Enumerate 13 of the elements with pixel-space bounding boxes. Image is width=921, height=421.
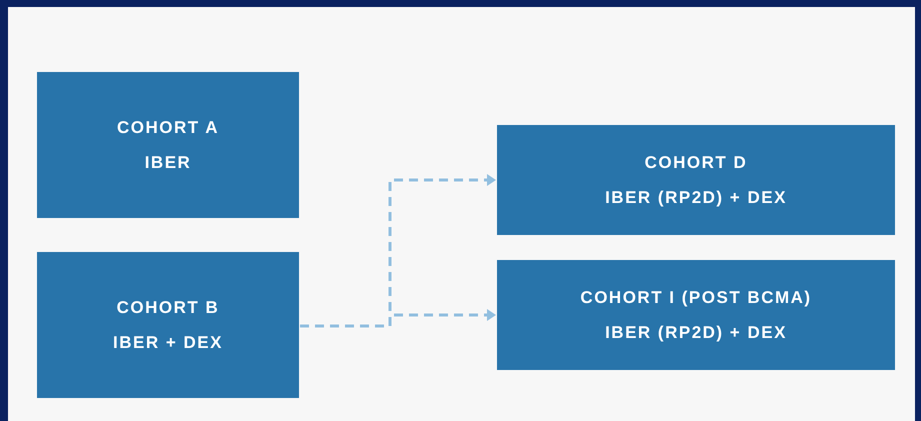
cohort-box <box>37 72 299 218</box>
cohort-title: COHORT B <box>116 296 220 318</box>
cohort-box <box>37 252 299 398</box>
dashed-arrow <box>300 309 496 328</box>
cohort-title: COHORT D <box>644 152 748 174</box>
treatment-text: IBER <box>144 152 192 174</box>
treatment-text: IBER + DEX <box>113 332 223 354</box>
cohort-title: COHORT A <box>116 116 220 138</box>
treatment-text: IBER (RP2D) + DEX <box>605 322 787 344</box>
cohort-box <box>497 260 895 370</box>
cohort-title: COHORT I (POST BCMA) <box>580 286 812 308</box>
treatment-text: IBER (RP2D) + DEX <box>605 187 787 209</box>
cohort-box <box>497 125 895 235</box>
